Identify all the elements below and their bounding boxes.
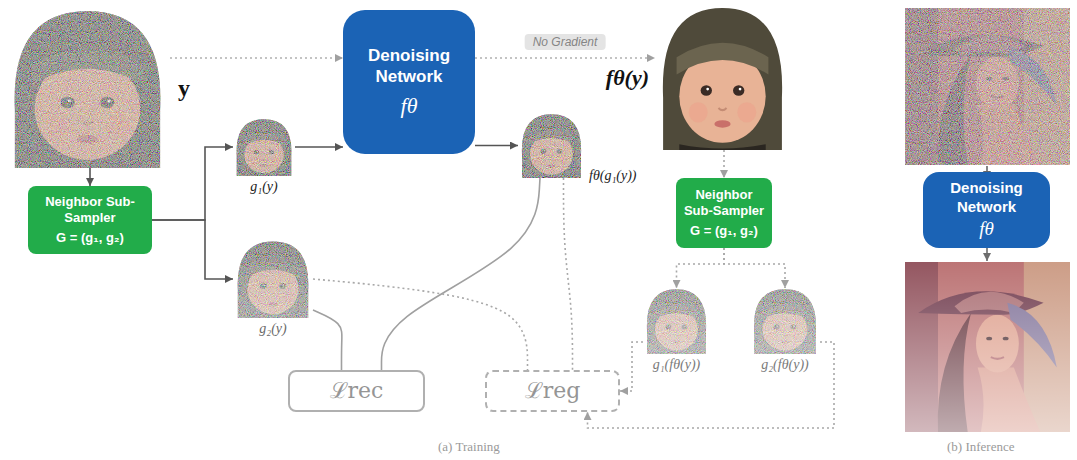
connector bbox=[677, 248, 725, 288]
image-caption: g₁(y) bbox=[250, 179, 277, 195]
box-subtitle: G = (g₁, g₂) bbox=[37, 230, 143, 246]
image-caption: fθ(g₁(y)) bbox=[589, 168, 637, 184]
network-box: Denoising Network fθ bbox=[343, 10, 475, 154]
connector bbox=[170, 57, 343, 59]
box-title: ℒrec bbox=[330, 379, 384, 403]
text-wrapper: Denoising Networkfθ bbox=[931, 179, 1042, 241]
image-caption: g₂(fθ(y)) bbox=[761, 357, 809, 373]
panel-label: (b) Inference bbox=[947, 439, 1014, 455]
box-subtitle: G = (g₁, g₂) bbox=[683, 223, 765, 239]
denoised-photo bbox=[663, 8, 782, 150]
connector bbox=[564, 178, 573, 370]
connector bbox=[295, 146, 343, 148]
denoised-image: fθ(y) bbox=[655, 5, 790, 150]
sampler-box: Neighbor Sub-Sampler G = (g₁, g₂) bbox=[28, 186, 152, 254]
image-caption: y bbox=[178, 75, 190, 102]
loss-box: ℒrec bbox=[288, 370, 425, 412]
connector bbox=[588, 342, 835, 428]
text-wrapper: ℒrec bbox=[330, 379, 384, 403]
connector bbox=[475, 57, 655, 59]
box-subtitle: fθ bbox=[931, 218, 1042, 241]
connector bbox=[313, 310, 342, 370]
network-box: Denoising Networkfθ bbox=[923, 172, 1050, 248]
subsampled-photo bbox=[237, 119, 292, 176]
image-caption: fθ(y) bbox=[606, 65, 649, 91]
denoised-sub-image: fθ(g₁(y)) bbox=[518, 113, 585, 178]
connector bbox=[382, 178, 541, 370]
box-subtitle: fθ bbox=[355, 93, 463, 119]
sampler-box: Neighbor Sub-Sampler G = (g₁, g₂) bbox=[676, 178, 772, 248]
edge-label: No Gradient bbox=[525, 34, 606, 50]
denoised-sub-photo bbox=[522, 114, 581, 178]
box-title: Neighbor Sub-Sampler bbox=[683, 187, 765, 220]
fade-overlay bbox=[0, 240, 1077, 460]
loss-box: ℒreg bbox=[485, 370, 620, 412]
connector bbox=[724, 248, 785, 288]
box-title: Denoising Network bbox=[355, 45, 463, 88]
connector bbox=[89, 168, 91, 186]
connector bbox=[620, 342, 643, 391]
box-title: ℒreg bbox=[525, 379, 581, 403]
box-title: Neighbor Sub-Sampler bbox=[37, 194, 143, 227]
image-caption: g₂(y) bbox=[259, 321, 286, 337]
noisy-image: y bbox=[5, 8, 170, 168]
connector bbox=[723, 150, 725, 178]
subsampled-image: g₁(y) bbox=[233, 118, 295, 176]
subsampled-denoised-image: g₂(fθ(y)) bbox=[750, 288, 820, 354]
subsampled-image: g₂(y) bbox=[233, 240, 313, 318]
text-wrapper: Neighbor Sub-Sampler G = (g₁, g₂) bbox=[37, 194, 143, 246]
connector bbox=[475, 145, 518, 147]
text-wrapper: Neighbor Sub-Sampler G = (g₁, g₂) bbox=[683, 187, 765, 239]
inference-input-photo bbox=[905, 8, 1070, 165]
image-caption: g₁(fθ(y)) bbox=[653, 357, 701, 373]
panel-label: (a) Training bbox=[438, 439, 500, 455]
connector bbox=[152, 147, 233, 220]
box-title: Denoising Network bbox=[931, 179, 1042, 217]
connector bbox=[152, 220, 233, 279]
subsampled-denoised-image: g₁(fθ(y)) bbox=[643, 288, 710, 354]
text-wrapper: ℒreg bbox=[525, 379, 581, 403]
connector bbox=[313, 279, 528, 370]
noisy-photo bbox=[15, 11, 161, 168]
text-wrapper: Denoising Network fθ bbox=[355, 45, 463, 120]
